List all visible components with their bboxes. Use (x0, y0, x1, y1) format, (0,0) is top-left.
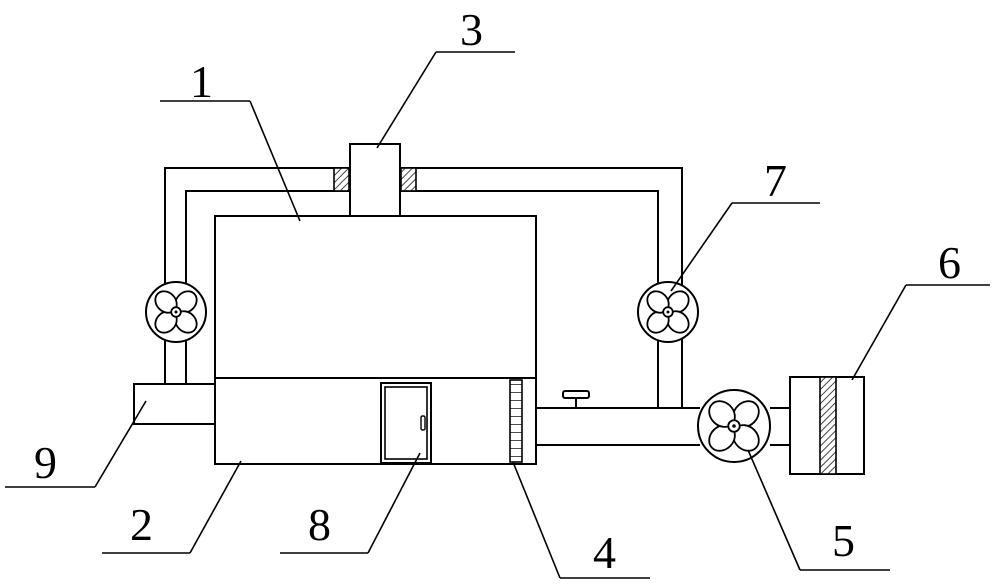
lower-chamber-2 (214, 377, 537, 465)
top-unit-3 (349, 143, 401, 217)
outlet-pipe (536, 407, 790, 446)
fan-left-icon (145, 281, 207, 343)
label-1: 1 (190, 56, 213, 107)
leader-lines (5, 51, 990, 579)
label-4: 4 (593, 527, 616, 578)
upper-chamber-1 (214, 215, 537, 379)
label-5: 5 (832, 515, 855, 566)
pipe-valve (562, 390, 590, 408)
filter-grid-4 (509, 379, 523, 463)
fan-right-icon (637, 281, 699, 343)
label-8: 8 (308, 499, 331, 550)
label-7: 7 (764, 155, 787, 206)
side-inlet-9 (133, 383, 216, 425)
label-2: 2 (130, 499, 153, 550)
door-8 (380, 382, 432, 464)
seal-left (333, 167, 350, 192)
label-9: 9 (34, 437, 57, 488)
label-6: 6 (938, 237, 961, 288)
fan-bottom-5-icon (697, 389, 771, 463)
label-3: 3 (460, 4, 483, 55)
end-unit-6 (789, 376, 865, 475)
seal-right (400, 167, 417, 192)
